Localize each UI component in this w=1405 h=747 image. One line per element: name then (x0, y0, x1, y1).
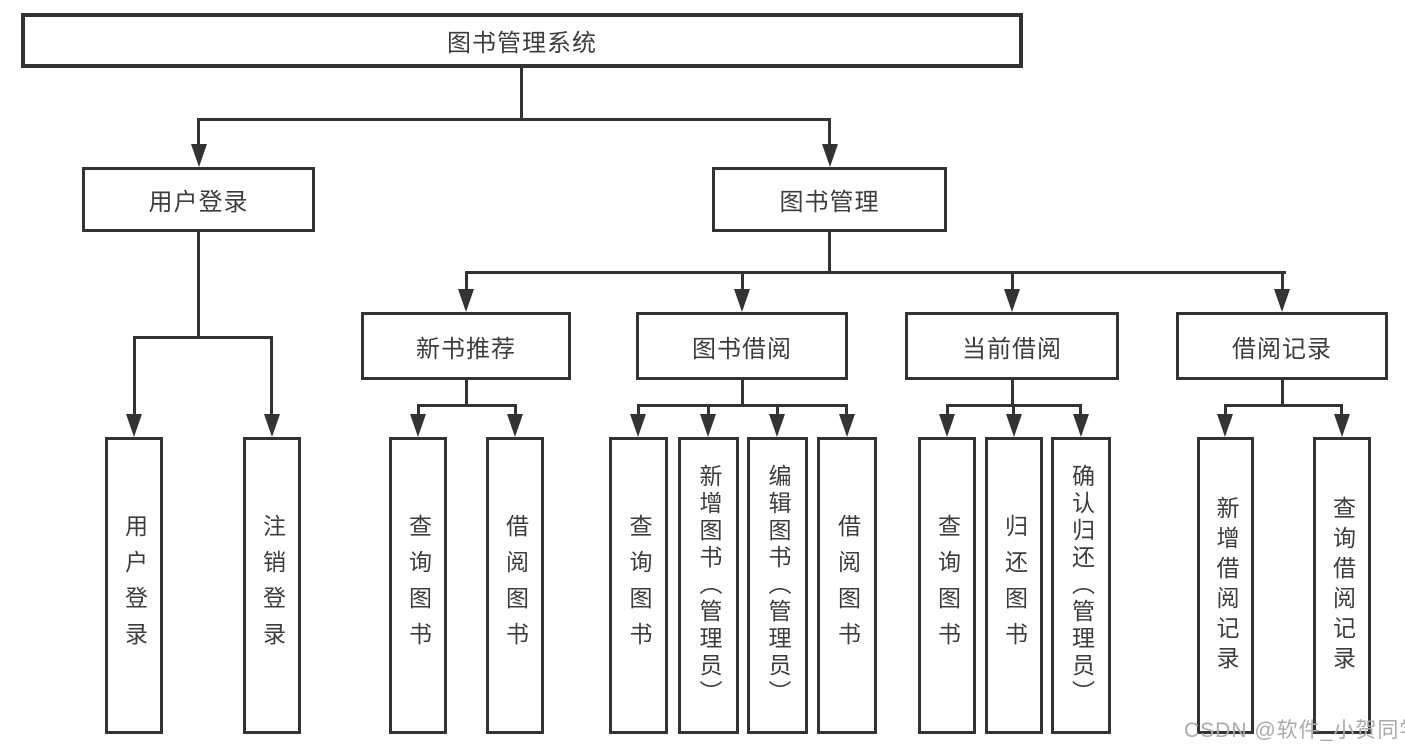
leaf-query-book-current: 查询图书 (918, 437, 976, 734)
connector-drop-book-borrow (741, 271, 744, 291)
leaf-logout: 注销登录 (243, 437, 301, 734)
connector-drop (1079, 404, 1082, 415)
arrow-down-icon (1334, 414, 1350, 437)
arrow-down-icon (630, 414, 646, 437)
leaf-query-borrow-record: 查询借阅记录 (1313, 437, 1371, 734)
connector-drop (776, 404, 779, 415)
connector-drop-user-login (197, 118, 200, 146)
leaf-logout-label: 注销登录 (259, 513, 286, 658)
arrow-down-icon (1274, 289, 1290, 312)
node-new-book-rec: 新书推荐 (361, 312, 571, 380)
node-root: 图书管理系统 (21, 13, 1023, 68)
connector-drop (845, 404, 848, 415)
arrow-down-icon (507, 414, 523, 437)
node-book-mgmt-label: 图书管理 (779, 189, 880, 216)
csdn-watermark: CSDN @软件_小贺同学 (1184, 719, 1405, 742)
node-new-book-rec-label: 新书推荐 (416, 335, 516, 363)
connector-drop (946, 404, 949, 415)
connector-drop-leaf-user-login (133, 336, 136, 416)
connector-drop (1012, 404, 1015, 415)
node-current-borrow-label: 当前借阅 (962, 335, 1062, 363)
arrow-down-icon (839, 414, 855, 437)
leaf-return-book-label: 归还图书 (1001, 513, 1028, 658)
connector-book-mgmt-stem (828, 232, 831, 273)
node-user-login-label: 用户登录 (148, 189, 249, 216)
connector-drop (637, 404, 640, 415)
node-borrow-record: 借阅记录 (1176, 312, 1388, 380)
leaf-add-borrow-record-label: 新增借阅记录 (1213, 495, 1239, 676)
leaf-query-book-borrow-label: 查询图书 (626, 513, 652, 658)
arrow-down-icon (1004, 289, 1020, 312)
arrow-down-icon (1217, 414, 1233, 437)
arrow-down-icon (126, 414, 142, 437)
node-root-label: 图书管理系统 (447, 30, 597, 57)
leaf-add-borrow-record: 新增借阅记录 (1197, 437, 1254, 734)
connector-user-login-stem (197, 232, 200, 338)
leaf-return-book: 归还图书 (985, 437, 1043, 734)
connector-drop-new-book-rec (465, 271, 468, 291)
connector-drop (514, 404, 517, 415)
node-user-login: 用户登录 (82, 167, 315, 232)
leaf-add-book-admin-label: 新增图书（管理员） (696, 464, 722, 707)
connector-root-stem (520, 68, 523, 119)
arrow-down-icon (822, 144, 838, 167)
arrow-down-icon (1006, 414, 1022, 437)
connector-drop (1340, 404, 1343, 415)
leaf-edit-book-admin-label: 编辑图书（管理员） (765, 464, 791, 707)
connector-drop (1224, 404, 1227, 415)
arrow-down-icon (264, 414, 280, 437)
connector-drop-leaf-logout (270, 336, 273, 416)
connector-user-login-rail (133, 336, 273, 339)
connector-drop-book-mgmt (828, 118, 831, 146)
arrow-down-icon (769, 414, 785, 437)
node-book-borrow-label: 图书借阅 (692, 335, 792, 363)
leaf-add-book-admin: 新增图书（管理员） (678, 437, 739, 734)
arrow-down-icon (458, 289, 474, 312)
leaf-query-book-current-label: 查询图书 (934, 513, 961, 658)
connector-drop-current-borrow (1011, 271, 1014, 291)
node-current-borrow: 当前借阅 (905, 312, 1119, 380)
leaf-query-book-rec: 查询图书 (389, 437, 447, 734)
leaf-confirm-return-admin-label: 确认归还（管理员） (1068, 464, 1095, 707)
leaf-user-login-label: 用户登录 (121, 513, 148, 658)
leaf-edit-book-admin: 编辑图书（管理员） (747, 437, 808, 734)
leaf-query-borrow-record-label: 查询借阅记录 (1329, 495, 1356, 676)
connector-new-book-rec-rail (417, 404, 517, 407)
leaf-borrow-book-borrow-label: 借阅图书 (834, 513, 861, 658)
connector-book-borrow-stem (741, 380, 744, 406)
connector-level3-rail (465, 271, 1286, 274)
node-book-borrow: 图书借阅 (636, 312, 848, 380)
connector-borrow-record-rail (1224, 404, 1343, 407)
connector-borrow-record-stem (1281, 380, 1284, 406)
leaf-user-login: 用户登录 (105, 437, 163, 734)
arrow-down-icon (191, 144, 207, 167)
arrow-down-icon (700, 414, 716, 437)
leaf-confirm-return-admin: 确认归还（管理员） (1051, 437, 1111, 734)
arrow-down-icon (410, 414, 426, 437)
leaf-query-book-borrow: 查询图书 (609, 437, 668, 734)
leaf-borrow-book-rec-label: 借阅图书 (502, 513, 529, 658)
leaf-borrow-book-borrow: 借阅图书 (817, 437, 877, 734)
connector-drop (417, 404, 420, 415)
arrow-down-icon (939, 414, 955, 437)
arrow-down-icon (1073, 414, 1089, 437)
leaf-query-book-rec-label: 查询图书 (405, 513, 432, 658)
connector-level2-rail (197, 118, 831, 121)
connector-drop-borrow-record (1281, 271, 1284, 291)
node-book-mgmt: 图书管理 (712, 167, 947, 232)
connector-drop (707, 404, 710, 415)
connector-new-book-rec-stem (465, 380, 468, 406)
connector-current-borrow-stem (1011, 380, 1014, 406)
arrow-down-icon (734, 289, 750, 312)
connector-book-borrow-rail (637, 404, 848, 407)
leaf-borrow-book-rec: 借阅图书 (486, 437, 544, 734)
node-borrow-record-label: 借阅记录 (1232, 335, 1332, 363)
